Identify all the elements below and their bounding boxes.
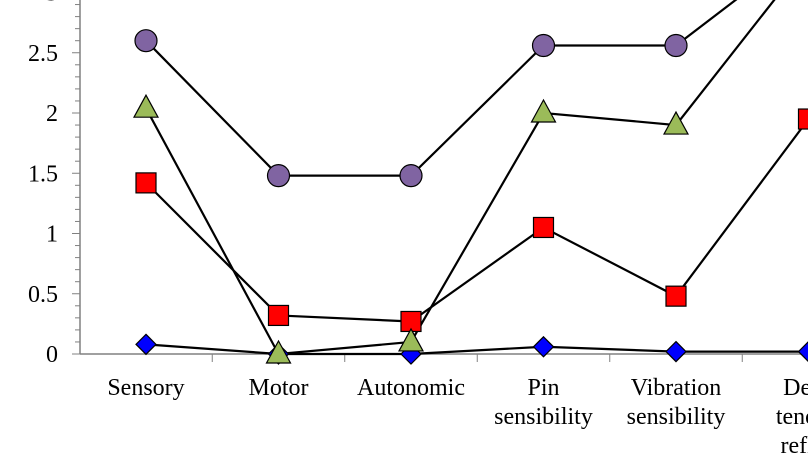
- data-point-triangle: [530, 98, 557, 123]
- data-point-square: [797, 108, 808, 130]
- y-tick-label: 1: [46, 222, 58, 248]
- x-category-label: Sensory: [107, 375, 184, 401]
- data-point-diamond: [665, 340, 687, 363]
- series-lines: [145, 0, 808, 356]
- series-line-triangle: [145, 0, 776, 356]
- x-category-label: Autonomic: [357, 375, 465, 401]
- x-category-label: sensibility: [494, 404, 593, 430]
- data-point-diamond: [532, 335, 555, 358]
- x-category-label: sensibility: [627, 404, 726, 430]
- data-point-square: [135, 172, 157, 194]
- series-markers: [132, 29, 808, 365]
- y-tick-label: 2: [46, 101, 58, 127]
- y-tick-label: 0: [46, 342, 58, 368]
- series-line-circle: [145, 0, 738, 177]
- x-category-label: tendon: [776, 404, 808, 430]
- data-point-diamond: [797, 341, 808, 362]
- data-point-circle: [134, 29, 158, 53]
- data-point-triangle: [265, 339, 292, 364]
- x-category-label: Deep: [783, 375, 808, 401]
- series-line-square: [145, 118, 808, 323]
- data-point-triangle: [662, 110, 690, 135]
- x-category-label: Motor: [249, 375, 309, 401]
- y-tick-label: 2.5: [28, 41, 58, 67]
- axes: [72, 0, 808, 362]
- x-category-label: reflex: [781, 433, 808, 455]
- x-category-label: Vibration: [631, 375, 722, 401]
- y-tick-label: 3: [46, 0, 58, 7]
- data-point-diamond: [135, 333, 157, 356]
- series-line-diamond: [145, 343, 808, 356]
- y-tick-label: 1.5: [28, 161, 58, 187]
- x-category-label: Pin: [527, 375, 559, 401]
- data-point-triangle: [132, 93, 160, 118]
- data-point-circle: [266, 164, 291, 188]
- y-tick-label: 0.5: [28, 282, 58, 308]
- labels: 0 0.5 1 1.5 2 2.5 3Sensory Motor Autonomic Pin sen…: [28, 0, 808, 455]
- data-point-square: [267, 304, 290, 327]
- data-point-circle: [399, 164, 423, 188]
- data-point-circle: [531, 33, 556, 58]
- data-point-square: [532, 216, 555, 239]
- data-point-square: [665, 285, 687, 307]
- data-point-triangle: [397, 327, 425, 352]
- data-point-circle: [664, 33, 688, 58]
